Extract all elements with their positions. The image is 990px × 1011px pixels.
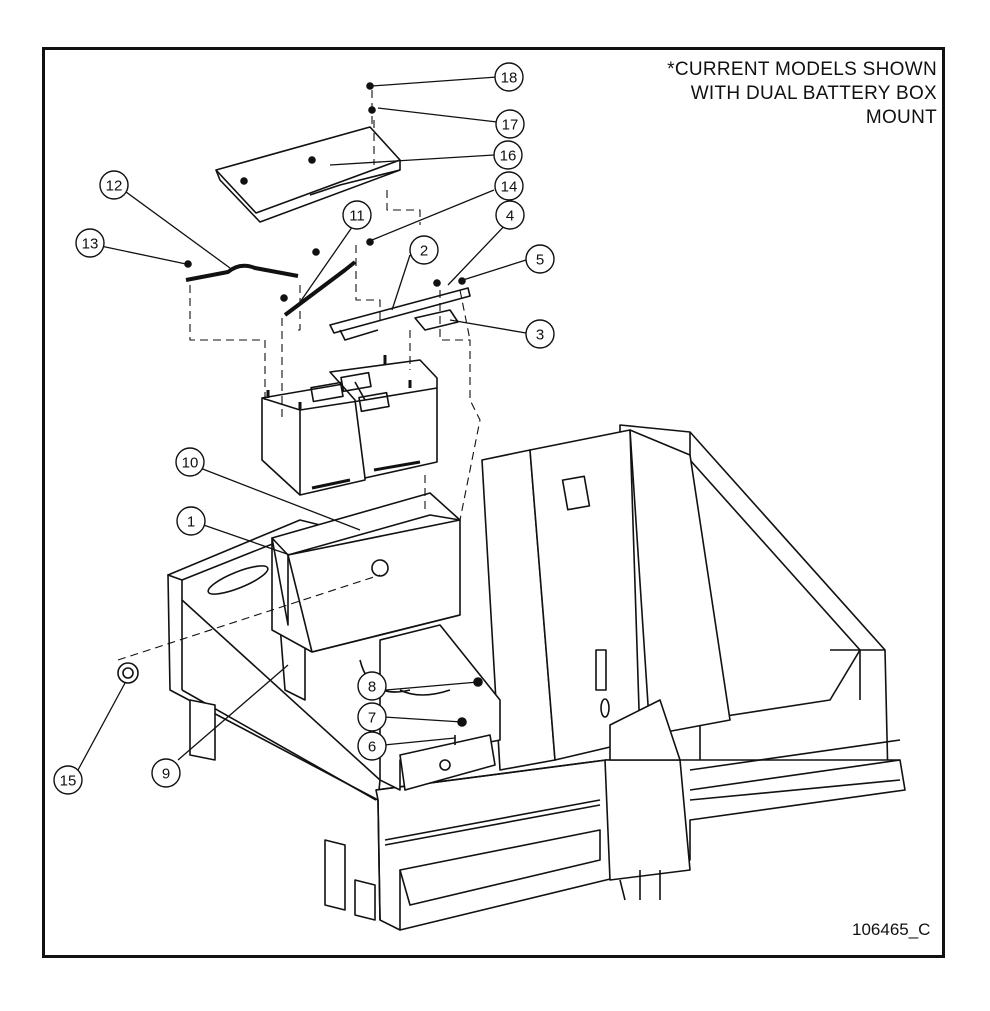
callout-3: 3 [525,319,555,349]
callout-balloon [357,702,387,732]
callout-8: 8 [357,671,387,701]
model-note-line-1: *CURRENT MODELS SHOWN [667,59,937,80]
callout-balloon [342,200,372,230]
callout-balloon [409,235,439,265]
callout-9: 9 [151,758,181,788]
callout-number: 7 [368,710,376,727]
callout-17: 17 [495,109,525,139]
callout-15: 15 [53,765,83,795]
callout-balloon [75,228,105,258]
callout-12: 12 [99,170,129,200]
callout-5: 5 [525,244,555,274]
callout-7: 7 [357,702,387,732]
callout-11: 11 [342,200,372,230]
callout-number: 4 [506,208,514,225]
callout-balloon [357,671,387,701]
callout-number: 3 [536,327,544,344]
callout-number: 17 [502,117,519,134]
callout-number: 6 [368,739,376,756]
callout-balloon [525,319,555,349]
callout-number: 15 [60,773,77,790]
callout-balloon [99,170,129,200]
hold-down-bar [329,277,471,341]
callout-balloon [495,109,525,139]
grommet [117,662,139,684]
callout-number: 11 [349,208,365,225]
callout-13: 13 [75,228,105,258]
callout-balloon [176,506,206,536]
battery-tray-base [359,624,501,791]
model-note: *CURRENT MODELS SHOWN WITH DUAL BATTERY … [667,58,937,130]
callout-number: 9 [162,766,170,783]
model-note-line-2: WITH DUAL BATTERY BOX [690,83,937,104]
chassis-frame [167,424,906,931]
callout-number: 18 [501,70,518,87]
callout-balloon [151,758,181,788]
drawing-number: 106465_C [852,920,931,939]
callout-number: 13 [82,236,99,253]
center-tower [481,429,731,771]
callout-number: 12 [106,178,123,195]
callout-number: 5 [536,252,544,269]
callout-4: 4 [495,200,525,230]
callout-6: 6 [357,731,387,761]
callout-number: 2 [420,243,428,260]
callout-balloon [53,765,83,795]
battery-cover [215,82,401,223]
callout-number: 8 [368,679,376,696]
callout-balloon [494,62,524,92]
callout-2: 2 [409,235,439,265]
callout-balloon [175,447,205,477]
battery-box [271,492,461,653]
battery-cables [184,238,374,317]
callout-10: 10 [175,447,205,477]
callout-balloon [357,731,387,761]
batteries [261,355,438,496]
callout-number: 14 [501,179,518,196]
callout-number: 1 [187,514,195,531]
callout-balloon [495,200,525,230]
model-note-line-3: MOUNT [865,107,937,128]
callout-number: 16 [500,148,517,165]
callout-16: 16 [493,140,523,170]
callout-1: 1 [176,506,206,536]
callout-balloon [493,140,523,170]
callout-number: 10 [182,455,199,472]
callout-balloon [525,244,555,274]
callout-14: 14 [494,171,524,201]
callout-balloon [494,171,524,201]
callout-18: 18 [494,62,524,92]
diagram-frame [42,47,945,958]
